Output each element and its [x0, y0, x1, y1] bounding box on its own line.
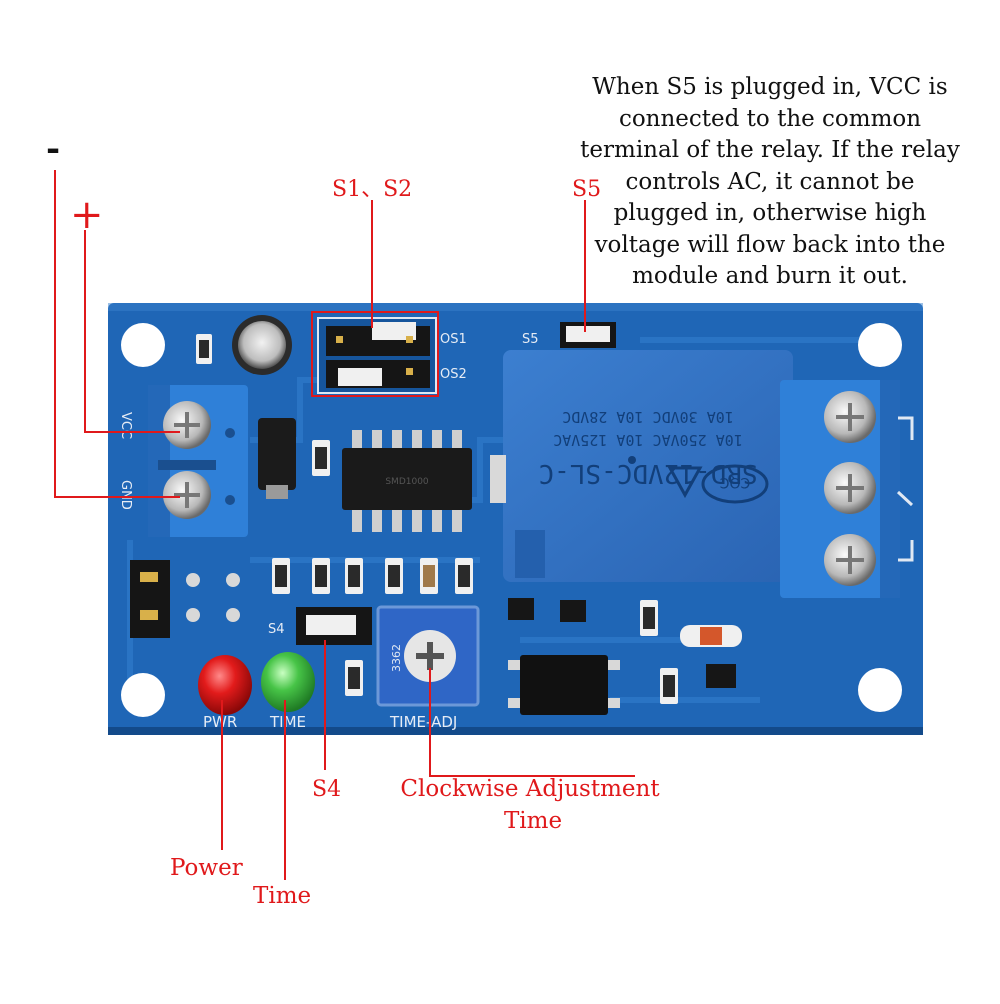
power-terminal-block [148, 385, 248, 537]
diode [258, 418, 296, 490]
mounting-hole [121, 323, 165, 367]
minus-label: - [46, 129, 60, 169]
silk-pwr: PWR [203, 713, 237, 731]
note-line: controls AC, it cannot be [625, 168, 915, 195]
relay-model: SRD-12VDC-SL-C [538, 458, 757, 488]
silk-s4: S4 [268, 622, 285, 637]
adjust-label-line2: Time [504, 808, 562, 834]
note-line: terminal of the relay. If the relay [580, 137, 960, 163]
silk-vcc: VCC [118, 412, 133, 439]
relay: SRD-12VDC-SL-C 10A 250VAC 10A 125VAC 10A… [490, 350, 793, 582]
s1-s2-label: S1、S2 [332, 177, 412, 202]
relay-terminal-block [780, 380, 914, 598]
relay-cert: CQC [719, 474, 750, 490]
mounting-hole [121, 673, 165, 717]
adjust-label-line1: Clockwise Adjustment [400, 776, 660, 802]
s5-warning-note: When S5 is plugged in, VCC is connected … [560, 72, 980, 293]
chip-mark: SMD1000 [385, 477, 429, 487]
capacitor [232, 315, 292, 375]
silk-os1: OS1 [440, 332, 467, 347]
pin-header [130, 560, 240, 638]
pot-code: 3362 [390, 644, 403, 672]
silk-gnd: GND [118, 480, 133, 510]
smd-resistors [196, 334, 678, 704]
mounting-hole [858, 668, 902, 712]
s5-jumper [560, 322, 616, 348]
potentiometer: 3362 [376, 605, 480, 707]
power-led [198, 655, 252, 715]
note-line: When S5 is plugged in, VCC is [592, 74, 948, 100]
time-led [261, 652, 315, 712]
ic-chip: SMD1000 [342, 430, 472, 532]
time-label: Time [253, 883, 311, 909]
relay-rating-ac: 10A 250VAC 10A 125VAC [553, 431, 743, 449]
silk-time-adj: TIME-ADJ [389, 713, 457, 731]
mounting-hole [858, 323, 902, 367]
relay-rating-dc: 10A 30VDC 10A 28VDC [562, 408, 734, 426]
annotation-lines [54, 170, 635, 880]
s1-s2-jumpers [317, 317, 437, 394]
adjust-screw-icon [416, 642, 444, 670]
note-line: connected to the common [618, 105, 922, 132]
silk-os2: OS2 [440, 367, 467, 382]
silk-s5: S5 [522, 332, 539, 347]
power-label: Power [170, 855, 243, 881]
s1-s2-highlight [311, 311, 439, 397]
silk-time: TIME [269, 713, 306, 731]
warning-triangle-icon [667, 466, 703, 499]
note-line: module and burn it out. [632, 263, 908, 289]
s5-label: S5 [572, 177, 601, 202]
transistors [508, 598, 742, 715]
s4-jumper [296, 607, 372, 645]
note-line: plugged in, otherwise high [613, 200, 927, 226]
plus-label: + [70, 192, 104, 238]
note-line: voltage will flow back into the [594, 231, 946, 258]
s4-label: S4 [312, 777, 341, 802]
